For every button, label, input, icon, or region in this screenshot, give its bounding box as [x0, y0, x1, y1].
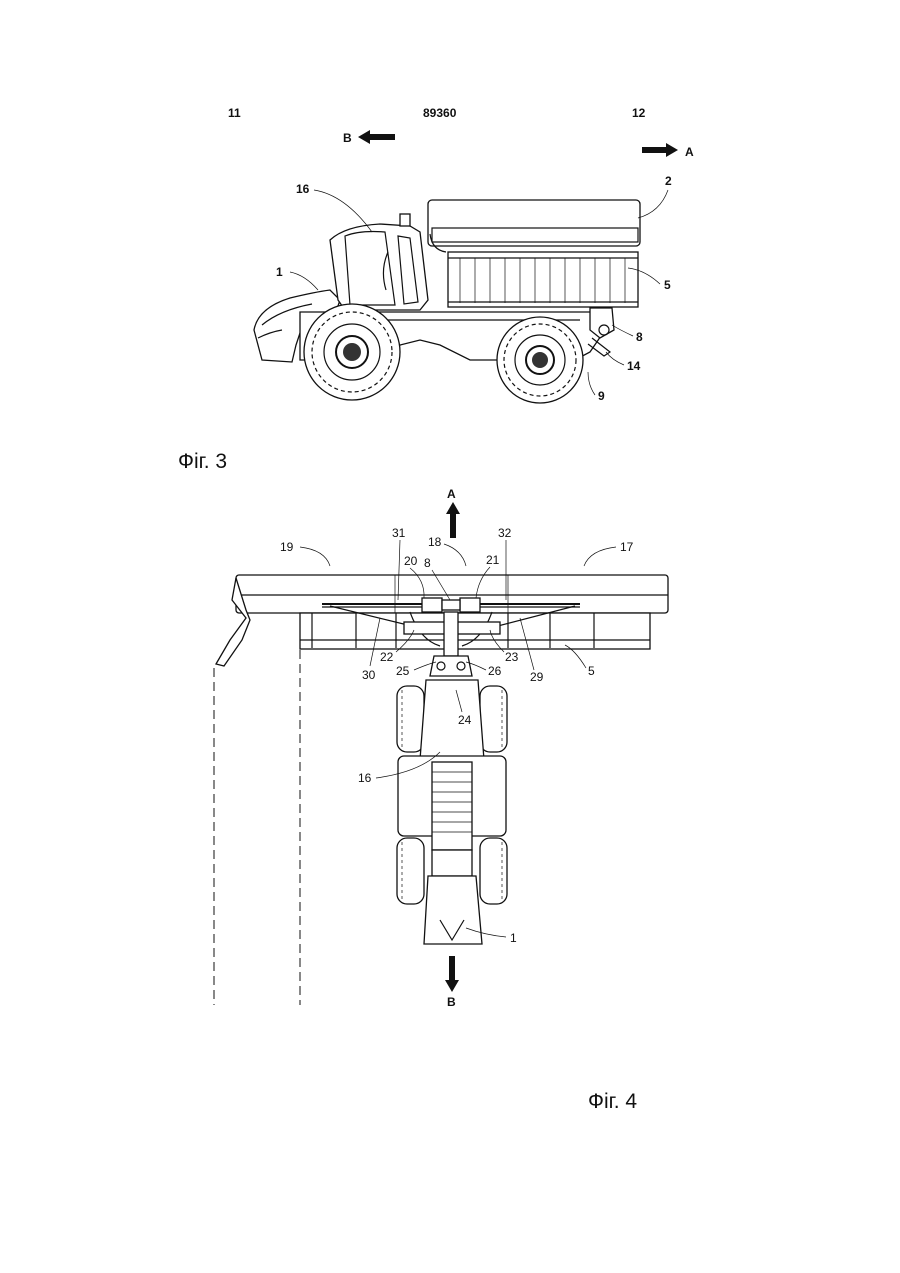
- callout-19: 19: [280, 540, 294, 554]
- callout-9: 9: [598, 389, 605, 403]
- direction-label-a-up: A: [447, 487, 456, 501]
- callout-1: 1: [276, 265, 283, 279]
- direction-arrow-b-left: B: [343, 130, 395, 145]
- callout-14: 14: [627, 359, 641, 373]
- callout-21: 21: [486, 553, 500, 567]
- direction-label-a: A: [685, 145, 694, 159]
- figure-3-side-view: B A: [254, 130, 694, 403]
- callout-1-top: 1: [510, 931, 517, 945]
- direction-arrow-b-down: B: [445, 956, 459, 1009]
- direction-arrow-a-right: A: [642, 143, 694, 159]
- callout-20: 20: [404, 554, 418, 568]
- callout-25: 25: [396, 664, 410, 678]
- callout-31: 31: [392, 526, 406, 540]
- callout-29: 29: [530, 670, 544, 684]
- callout-24: 24: [458, 713, 472, 727]
- callout-17: 17: [620, 540, 634, 554]
- callout-23: 23: [505, 650, 519, 664]
- figure-4-top-view: A: [214, 487, 668, 1009]
- direction-arrow-a-up: A: [446, 487, 460, 538]
- callout-2: 2: [665, 174, 672, 188]
- direction-label-b-down: B: [447, 995, 456, 1009]
- callout-16-top: 16: [358, 771, 372, 785]
- callout-5-top: 5: [588, 664, 595, 678]
- direction-label-b: B: [343, 131, 352, 145]
- callout-32: 32: [498, 526, 512, 540]
- callout-30: 30: [362, 668, 376, 682]
- callout-8: 8: [636, 330, 643, 344]
- callout-16: 16: [296, 182, 310, 196]
- callout-8-top: 8: [424, 556, 431, 570]
- callout-18: 18: [428, 535, 442, 549]
- front-wheel: [304, 304, 400, 400]
- rear-wheel: [497, 317, 583, 403]
- callout-26: 26: [488, 664, 502, 678]
- callout-5: 5: [664, 278, 671, 292]
- callout-22: 22: [380, 650, 394, 664]
